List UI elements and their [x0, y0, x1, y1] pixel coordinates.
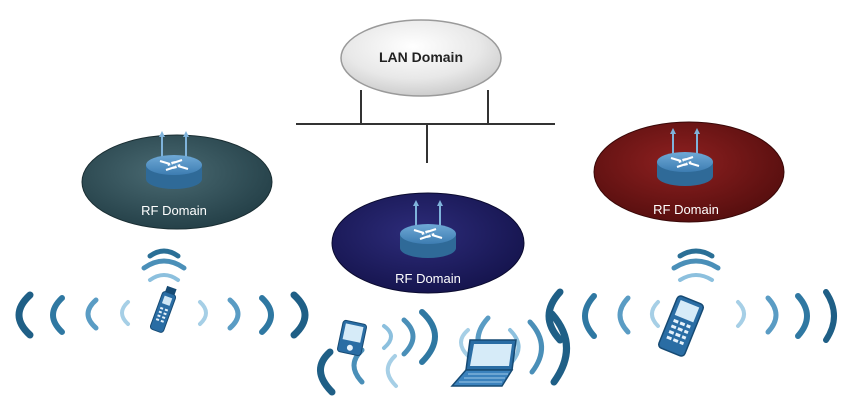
rf-domain-right-label: RF Domain: [653, 202, 719, 217]
rf-domain-right: RF Domain: [593, 121, 785, 223]
lan-domain-label: LAN Domain: [379, 49, 463, 65]
laptop-icon: [450, 339, 517, 387]
radio-waves-left: [15, 248, 309, 339]
pda-icon: [336, 319, 368, 357]
scanner-icon: [149, 285, 177, 333]
rf-domain-left-label: RF Domain: [141, 203, 207, 218]
rf-domain-center: RF Domain: [331, 192, 525, 294]
rf-domain-center-label: RF Domain: [395, 271, 461, 286]
radio-waves-right: [545, 248, 837, 344]
lan-domain: LAN Domain: [340, 19, 502, 97]
lan-backbone: [296, 90, 555, 163]
rf-domain-left: RF Domain: [81, 130, 273, 230]
mobile-terminal-icon: [657, 295, 705, 357]
